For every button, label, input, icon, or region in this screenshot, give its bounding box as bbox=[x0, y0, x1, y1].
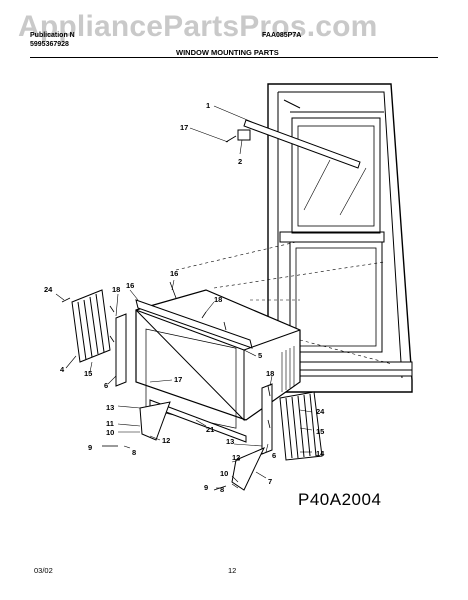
callout-8: 8 bbox=[220, 485, 224, 494]
header-rule bbox=[30, 57, 438, 58]
callout-18: 18 bbox=[266, 369, 274, 378]
callout-10: 10 bbox=[220, 469, 228, 478]
publication-number: 5995367928 bbox=[30, 41, 69, 48]
callout-17: 17 bbox=[174, 375, 182, 384]
callout-6: 6 bbox=[104, 381, 108, 390]
callout-10: 10 bbox=[106, 428, 114, 437]
left-curtain-frame bbox=[115, 313, 127, 387]
page-title: WINDOW MOUNTING PARTS bbox=[176, 48, 279, 57]
callout-11: 11 bbox=[106, 419, 114, 428]
callout-15: 15 bbox=[316, 427, 324, 436]
watermark: AppliancePartsPros.com bbox=[18, 10, 378, 43]
right-support-bracket bbox=[231, 447, 266, 491]
callout-13: 13 bbox=[226, 437, 234, 446]
left-curtain-panel bbox=[71, 289, 111, 363]
right-curtain-panel bbox=[279, 391, 323, 461]
callout-2: 2 bbox=[238, 157, 242, 166]
model-number: FAA085P7A bbox=[262, 32, 302, 39]
callout-15: 15 bbox=[84, 369, 92, 378]
publication-label: Publication N bbox=[30, 32, 75, 39]
callout-1: 1 bbox=[206, 101, 210, 110]
upper-sash bbox=[291, 117, 381, 234]
window-sill bbox=[295, 361, 413, 377]
top-mounting-rail bbox=[243, 119, 361, 169]
callout-labels: 1 17 2 24 18 16 16 18 5 4 15 6 17 13 11 … bbox=[44, 101, 325, 494]
callout-24: 24 bbox=[316, 407, 325, 416]
right-curtain-frame bbox=[261, 383, 273, 455]
left-support-bracket bbox=[139, 401, 171, 441]
callout-4: 4 bbox=[60, 365, 65, 374]
callout-14: 14 bbox=[316, 449, 325, 458]
footer-date: 03/02 bbox=[34, 566, 53, 575]
callout-18: 18 bbox=[112, 285, 120, 294]
callout-12: 12 bbox=[162, 436, 170, 445]
callout-9: 9 bbox=[88, 443, 92, 452]
diagram-code: P40A2004 bbox=[298, 490, 382, 509]
callout-7: 7 bbox=[268, 477, 272, 486]
callout-16: 16 bbox=[170, 269, 178, 278]
callout-6: 6 bbox=[272, 451, 276, 460]
callout-5: 5 bbox=[258, 351, 262, 360]
callout-17: 17 bbox=[180, 123, 188, 132]
callout-9: 9 bbox=[204, 483, 208, 492]
callout-18: 18 bbox=[214, 295, 222, 304]
callout-24: 24 bbox=[44, 285, 53, 294]
callout-16: 16 bbox=[126, 281, 134, 290]
bracket bbox=[237, 129, 251, 141]
callout-8: 8 bbox=[132, 448, 136, 457]
top-angle-rail bbox=[135, 299, 253, 349]
lower-sash bbox=[289, 241, 383, 353]
callout-13: 13 bbox=[106, 403, 114, 412]
callout-12: 12 bbox=[232, 453, 240, 462]
cabinet-sleeve bbox=[135, 289, 301, 421]
callout-21: 21 bbox=[206, 425, 214, 434]
page-number: 12 bbox=[228, 566, 237, 575]
